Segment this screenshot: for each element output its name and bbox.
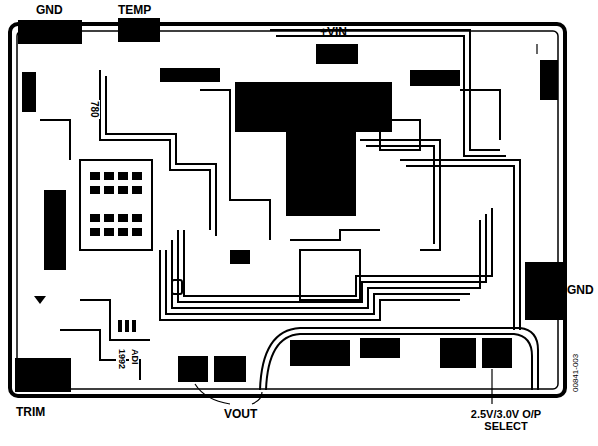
figure-number: 00841-003	[572, 354, 581, 392]
pin-name: TRIM	[16, 406, 45, 419]
pin-name: VOUT	[224, 408, 257, 421]
die-marking: 1992	[116, 348, 126, 370]
pin-name: 2.5V/3.0V O/P SELECT	[458, 408, 554, 432]
die-marking: 780	[89, 100, 100, 119]
pin-name: GND	[567, 284, 594, 297]
pin-name: GND	[36, 4, 63, 17]
pin-name: TEMP	[118, 4, 151, 17]
pin-name: +VIN	[320, 26, 347, 39]
die-marking: ADI	[129, 348, 139, 366]
